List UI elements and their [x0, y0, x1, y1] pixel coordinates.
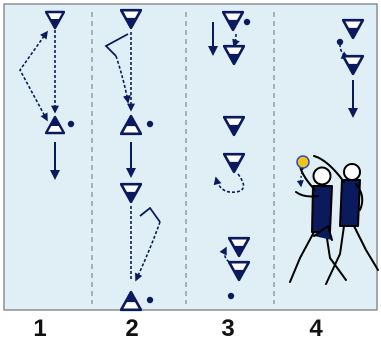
handball-ball-icon — [296, 155, 310, 169]
ball-dot-icon — [336, 38, 344, 46]
loop-path-dashed — [219, 246, 230, 263]
lane-label-4: 4 — [309, 315, 323, 342]
ball-dot-icon — [146, 120, 154, 128]
handball-player-icon — [289, 155, 379, 285]
run-path-dashed — [135, 221, 161, 282]
pass-path-dashed — [296, 167, 304, 188]
lane-label-3: 3 — [221, 315, 235, 342]
lane-3-drill — [208, 10, 251, 300]
ball-dot-icon — [227, 292, 235, 300]
ball-dot-icon — [146, 296, 154, 304]
ball-dot-icon — [67, 120, 75, 128]
court-panel — [3, 3, 378, 311]
cut-path-solid — [104, 33, 129, 57]
lane-2-drill — [104, 8, 161, 312]
ball-dot-icon — [243, 18, 251, 26]
cut-path-solid — [139, 206, 161, 223]
lane-label-2: 2 — [125, 315, 139, 342]
loop-path-dashed — [213, 173, 245, 194]
lane-4-drill — [289, 18, 379, 285]
lane-label-1: 1 — [33, 315, 47, 342]
run-path-dashed — [19, 30, 48, 122]
lane-1-drill — [19, 10, 75, 180]
